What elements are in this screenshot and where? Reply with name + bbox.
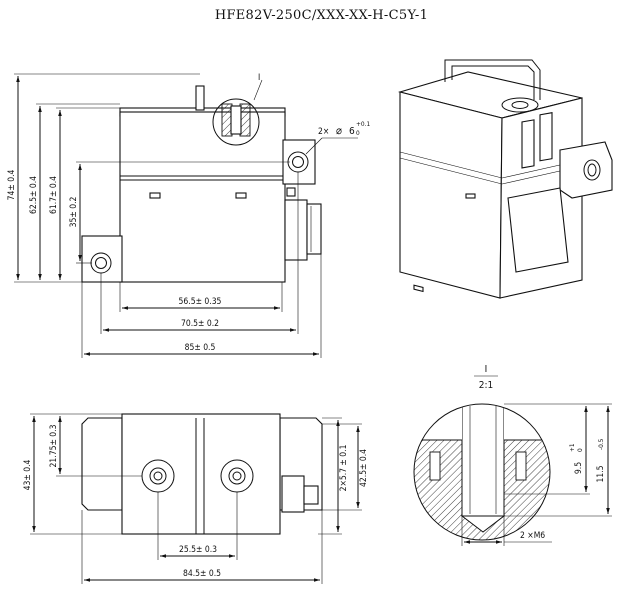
terminal-tab	[195, 85, 205, 111]
dim-43: 43± 0.4	[23, 460, 33, 491]
depth-tol-upper: +1	[568, 443, 576, 452]
detail-view: I 2:1 9.5 +1 0 11.5 -0.5	[413, 364, 612, 546]
dim-74: 74± 0.4	[7, 170, 17, 201]
depth-total-tol: -0.5	[597, 438, 605, 450]
dim-61-7: 61.7± 0.4	[49, 176, 59, 214]
detail-label: I	[485, 364, 488, 375]
thread-spec: 2 ×M6	[520, 531, 545, 541]
isometric-view	[397, 59, 613, 299]
slot-left	[149, 192, 161, 199]
dim-5-7: 2×5.7 ± 0.1	[339, 444, 349, 491]
section-mark-label: I	[258, 73, 260, 83]
hole-tol-upper: +0.1	[356, 120, 370, 128]
mount-ear-left	[81, 235, 123, 283]
iso-left-face	[399, 91, 503, 299]
slot-right	[235, 192, 247, 199]
bottom-body	[121, 413, 281, 535]
relay-body	[119, 111, 286, 283]
dim-25-5: 25.5± 0.3	[179, 545, 217, 555]
dim-70-5: 70.5± 0.2	[181, 319, 219, 329]
hole-tol-lower: 0	[356, 129, 360, 137]
hole-count: 2×	[318, 127, 329, 137]
front-view: I 2× ⌀ 6 +0.1 0 74± 0.4 62.5± 0.4 61.7± …	[7, 73, 370, 358]
dim-62-5: 62.5± 0.4	[29, 176, 39, 214]
hole-diameter: 6	[349, 126, 355, 137]
depth-nominal: 9.5	[574, 462, 584, 474]
dim-56-5: 56.5± 0.35	[179, 297, 222, 307]
detail-circle	[413, 403, 551, 541]
dim-42-5: 42.5± 0.4	[359, 449, 369, 487]
dim-35: 35± 0.2	[69, 197, 79, 228]
iso-connector	[507, 187, 569, 273]
iso-terminal	[501, 97, 539, 113]
iso-handle	[444, 59, 541, 100]
depth-tol-lower: 0	[576, 448, 584, 452]
drawing-title: HFE82V-250C/XXX-XX-H-C5Y-1	[214, 8, 429, 23]
depth-total: 11.5	[596, 465, 606, 482]
detail-scale: 2:1	[479, 380, 493, 391]
detail-circle-marker	[212, 98, 260, 146]
bottom-view: 43± 0.4 21.75± 0.3 2×5.7 ± 0.1 42.5± 0.4…	[23, 413, 369, 584]
iso-mount-ear	[559, 141, 613, 199]
bottom-left-flange	[81, 417, 123, 511]
dim-21-75: 21.75± 0.3	[49, 424, 59, 467]
diameter-symbol: ⌀	[336, 124, 342, 137]
dim-84-5: 84.5± 0.5	[183, 569, 221, 579]
dim-85: 85± 0.5	[185, 343, 216, 353]
